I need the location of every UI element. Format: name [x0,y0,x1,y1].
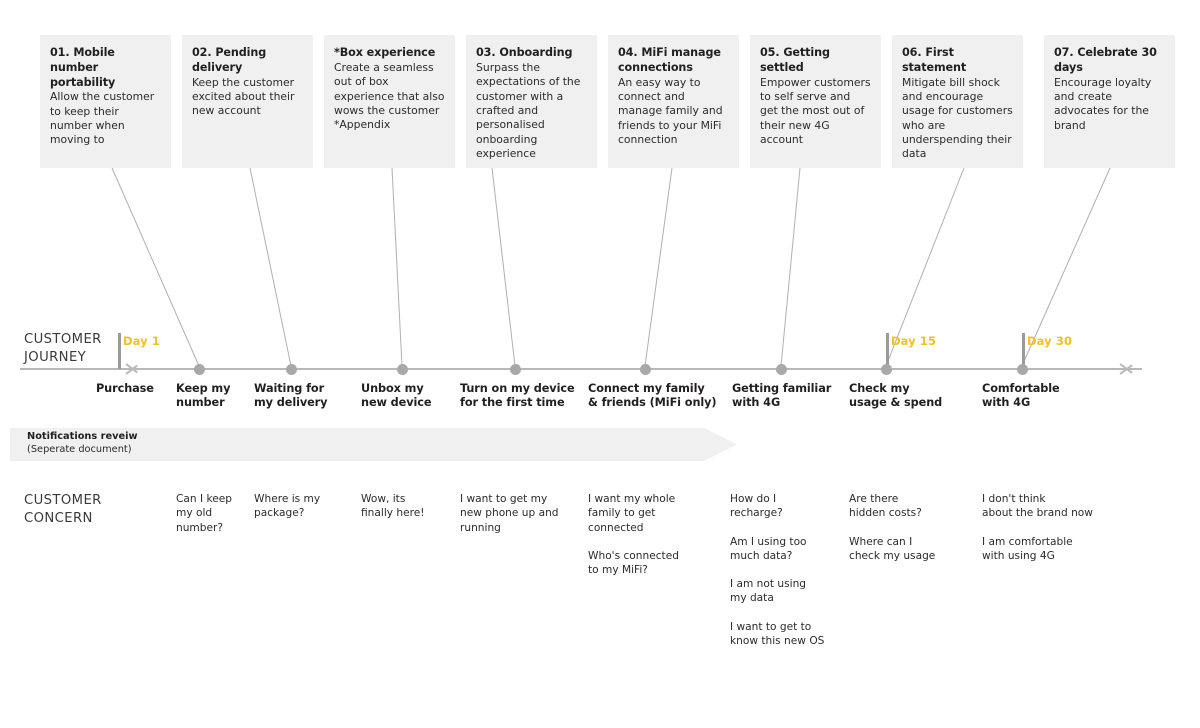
journey-stop-label: Purchase [96,382,154,395]
concern-item: I am comfortable with using 4G [982,535,1073,562]
notifications-banner-title: Notifications reveiw [27,431,138,442]
journey-stop-label: Waiting for my delivery [254,382,328,410]
day-marker-label: Day 15 [891,334,937,348]
concern-item: Can I keep my old number? [176,493,232,534]
connector-line [644,167,673,367]
day-marker-tick [118,333,121,369]
concern-column: Are there hidden costs? Where can I check… [849,492,969,577]
opportunity-card-title: 03. Onboarding [476,46,573,59]
concern-column: I don't think about the brand now I am co… [982,492,1102,577]
journey-stop-dot[interactable] [775,363,787,375]
day-marker-tick [886,333,889,369]
opportunity-card-description: Mitigate bill shock and encourage usage … [902,75,1013,161]
opportunity-card-title: 02. Pending delivery [192,46,267,74]
day-marker-label: Day 30 [1027,334,1073,348]
concern-item: Am I using too much data? [730,535,807,562]
connector-line [391,167,403,367]
concern-column: I want to get my new phone up and runnin… [460,492,580,549]
journey-stop-dot[interactable] [396,363,408,375]
journey-stop-label: Check my usage & spend [849,382,943,410]
journey-stop-label: Keep my number [176,382,231,410]
journey-stop-label: Unbox my new device [361,382,432,410]
opportunity-card-description: Create a seamless out of box experience … [334,60,445,132]
timeline-start-arrow-icon [126,358,148,380]
concern-column: Can I keep my old number? [176,492,296,549]
notifications-banner-subtitle: (Seperate document) [27,444,132,455]
journey-stop-dot[interactable] [193,363,205,375]
concern-item: I am not using my data [730,578,807,605]
opportunity-card-title: 01. Mobile number portability [50,46,116,89]
journey-stop-dot[interactable] [285,363,297,375]
notifications-banner[interactable] [10,428,737,461]
connector-line [249,167,292,367]
journey-stop-label: Comfortable with 4G [982,382,1060,410]
concern-item: Are there hidden costs? [849,493,922,520]
journey-stop-dot[interactable] [639,363,651,375]
concern-item: I want to get my new phone up and runnin… [460,493,559,534]
journey-stop-label: Connect my family & friends (MiFi only) [588,382,717,410]
journey-stop-dot[interactable] [880,363,892,375]
journey-stop-label: Getting familiar with 4G [732,382,832,410]
opportunity-card-description: Keep the customer excited about their ne… [192,75,295,118]
journey-stop-dot[interactable] [509,363,521,375]
concern-item: Wow, its finally here! [361,493,425,520]
concern-item: Where can I check my usage [849,535,936,562]
opportunity-card-title: 06. First statement [902,46,967,74]
customer-concern-section-label: CUSTOMER CONCERN [24,493,102,527]
day-marker-label: Day 1 [123,334,160,348]
concern-column: Wow, its finally here! [361,492,481,535]
day-marker-tick [1022,333,1025,369]
concern-item: I want my whole family to get connected [588,493,676,534]
timeline-axis-line [20,368,1142,370]
journey-stop-dot[interactable] [1016,363,1028,375]
opportunity-card-description: An easy way to connect and manage family… [618,75,723,146]
concern-item: Who's connected to my MiFi? [588,549,679,577]
opportunity-card-description: Allow the customer to keep their number … [50,90,155,147]
customer-journey-section-label: CUSTOMER JOURNEY [24,332,102,366]
concern-column: Where is my package? [254,492,374,535]
timeline-end-arrow-icon [1120,358,1142,380]
opportunity-card-title: *Box experience [334,46,436,59]
concern-item: Where is my package? [254,493,321,520]
connector-line [780,167,801,367]
opportunity-card-title: 04. MiFi manage connections [618,46,721,74]
concern-item: How do I recharge? [730,493,783,520]
concern-item: I don't think about the brand now [982,493,1093,520]
opportunity-card-description: Empower customers to self serve and get … [760,75,871,146]
opportunity-card-title: 05. Getting settled [760,46,830,74]
opportunity-card-description: Encourage loyalty and create advocates f… [1054,75,1152,132]
concern-item: I want to get to know this new OS [730,620,825,648]
opportunity-card-title: 07. Celebrate 30 days [1054,46,1157,74]
concern-column: How do I recharge? Am I using too much da… [730,492,850,662]
opportunity-card-description: Surpass the expectations of the customer… [476,60,581,160]
connector-line [491,167,516,367]
journey-stop-label: Turn on my device for the first time [460,382,575,410]
